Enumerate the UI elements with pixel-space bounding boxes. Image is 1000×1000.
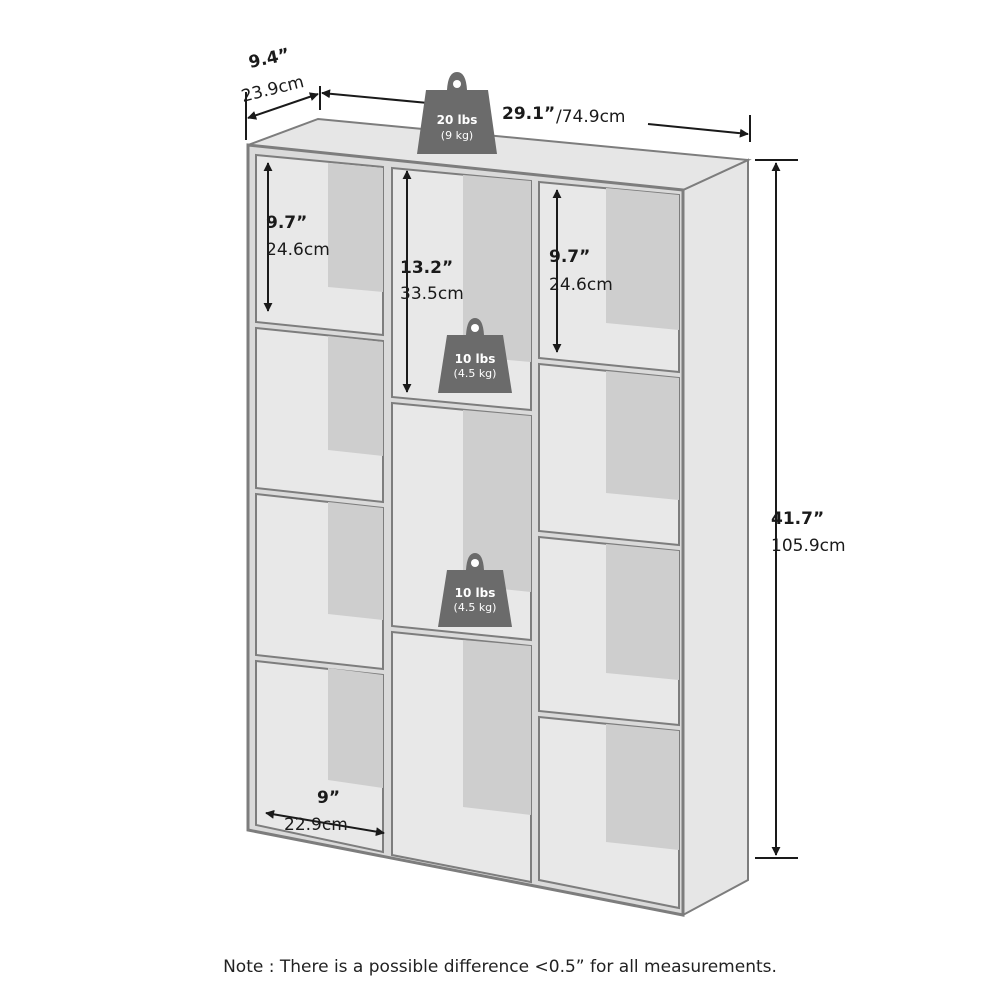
height-label-cm: 105.9cm <box>771 536 846 556</box>
right-column <box>538 180 680 910</box>
weight-icon-top: 20 lbs (9 kg) <box>417 72 497 154</box>
width-label-in: 29.1” <box>502 104 555 124</box>
dimension-lines <box>245 86 798 859</box>
cube-right-4-back <box>606 724 679 850</box>
weight-upper-hole <box>471 324 479 332</box>
weight-upper-kg: (4.5 kg) <box>454 367 497 380</box>
weight-lower-hole <box>471 559 479 567</box>
weight-top-kg: (9 kg) <box>441 129 473 142</box>
right-cube-label-cm: 24.6cm <box>549 275 613 295</box>
cube-left-4-back <box>328 668 383 788</box>
cube-right-1-back <box>606 188 679 330</box>
cube-middle-2-back <box>463 410 531 592</box>
height-label-in: 41.7” <box>771 509 824 529</box>
cube-left-1-back <box>328 163 383 292</box>
cube-left-3-back <box>328 502 383 620</box>
width-arrow-right <box>647 123 749 138</box>
weight-upper-lbs: 10 lbs <box>455 352 496 366</box>
cube-right-2-back <box>606 371 679 500</box>
weight-icon-shelf-upper: 10 lbs (4.5 kg) <box>438 318 512 393</box>
cube-width-label-in: 9” <box>317 788 340 808</box>
weight-lower-lbs: 10 lbs <box>455 586 496 600</box>
bookcase-side-panel <box>682 158 749 917</box>
weight-top-lbs: 20 lbs <box>437 113 478 127</box>
width-label-cm: /74.9cm <box>556 107 626 127</box>
cube-middle-3-back <box>463 640 531 815</box>
cube-right-3-back <box>606 544 679 680</box>
cube-left-2-back <box>328 336 383 456</box>
weight-icon-shelf-lower: 10 lbs (4.5 kg) <box>438 553 512 627</box>
weight-top-hole <box>453 80 461 88</box>
weight-upper-shape <box>438 318 512 393</box>
left-cube-label-cm: 24.6cm <box>266 240 330 260</box>
depth-label-in: 9.4” <box>247 45 292 73</box>
weight-lower-shape <box>438 553 512 627</box>
right-cube-label-in: 9.7” <box>549 247 590 267</box>
left-cube-label-in: 9.7” <box>266 213 307 233</box>
weight-lower-kg: (4.5 kg) <box>454 601 497 614</box>
width-arrow-left <box>321 89 429 104</box>
middle-cube-label-in: 13.2” <box>400 258 453 278</box>
cube-width-arrow <box>265 809 385 837</box>
depth-arrow <box>247 92 319 120</box>
cube-middle-1-back <box>463 175 531 362</box>
middle-cube-label-cm: 33.5cm <box>400 284 464 304</box>
left-column <box>255 153 384 854</box>
measurement-note: Note : There is a possible difference <0… <box>223 957 777 977</box>
weight-top-shape <box>417 72 497 154</box>
cube-width-label-cm: 22.9cm <box>284 815 348 835</box>
